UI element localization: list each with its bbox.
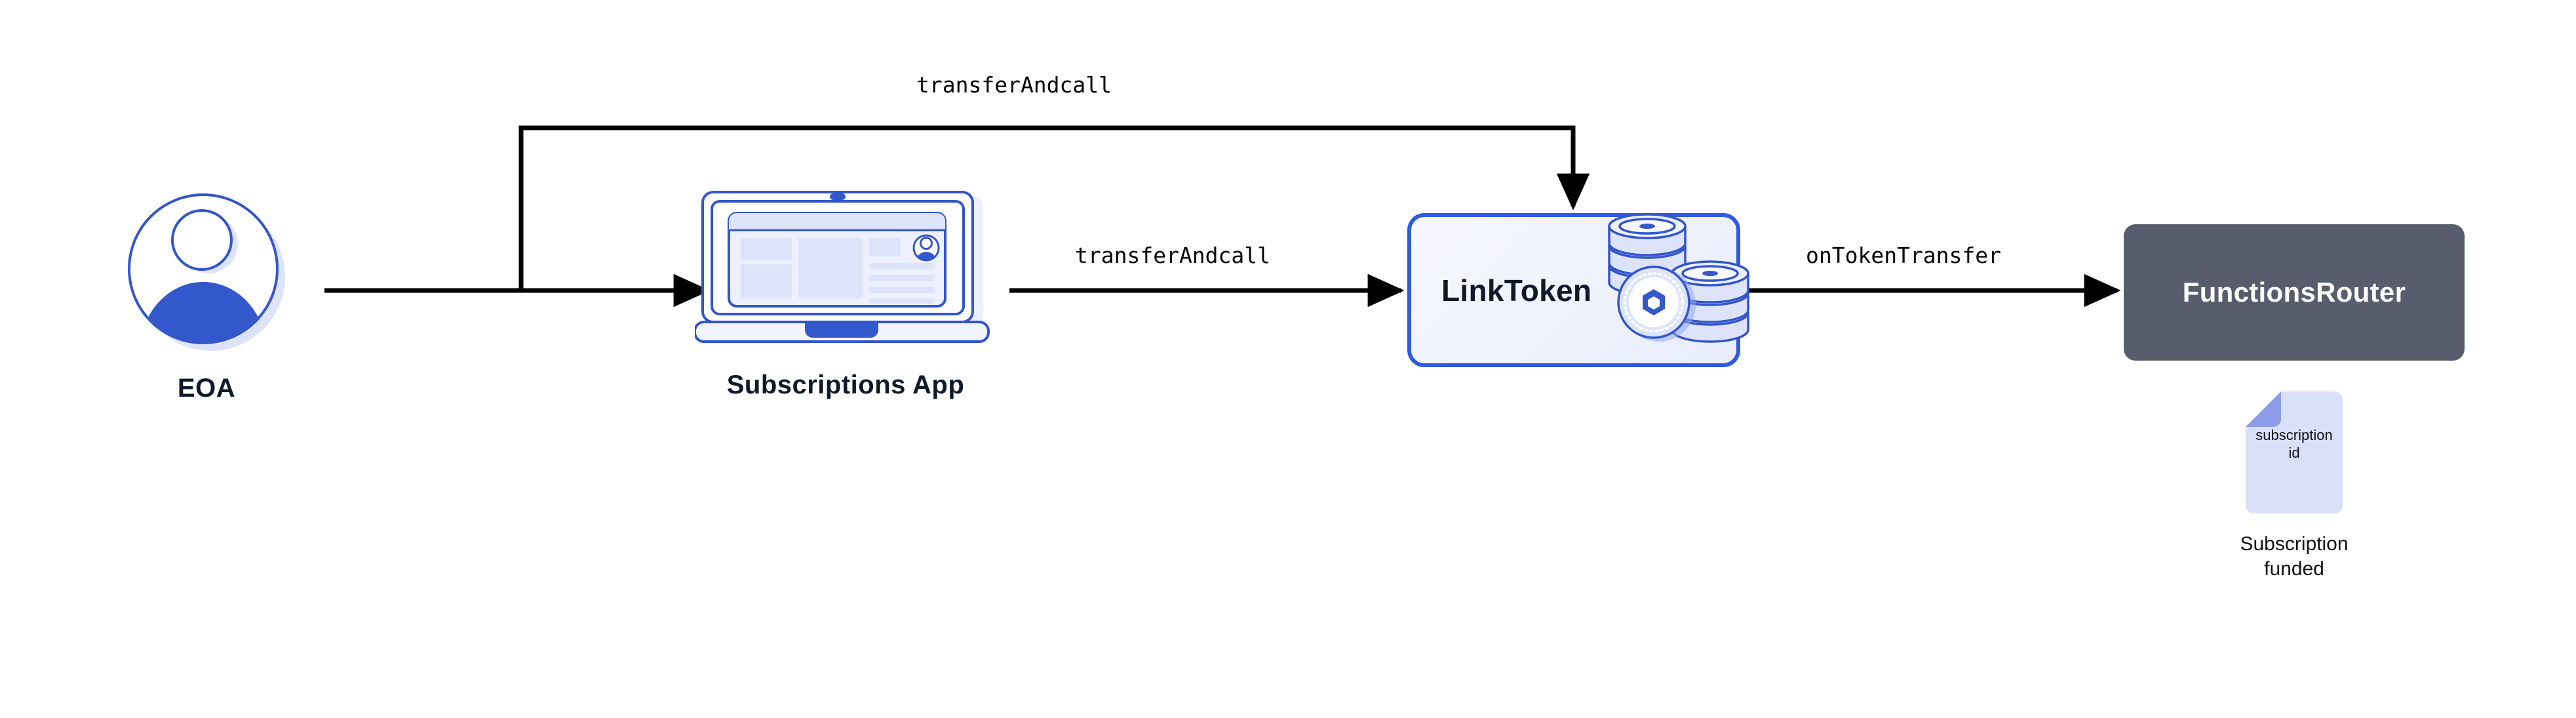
node-subscriptions-app[interactable]: Subscriptions App <box>693 187 996 400</box>
node-functionsrouter[interactable]: FunctionsRouter <box>2124 224 2465 361</box>
node-subscription-funded[interactable]: subscription id Subscription funded <box>2183 390 2406 581</box>
caption-line2: funded <box>2264 557 2324 580</box>
edge-eoa-to-linktoken <box>518 125 1590 290</box>
node-eoa[interactable]: EOA <box>98 190 315 403</box>
document-icon: subscription id <box>2244 390 2344 515</box>
node-linktoken[interactable]: LinkToken <box>1407 213 1749 367</box>
document-text-line2: id <box>2288 444 2300 461</box>
link-coins-icon <box>1599 205 1763 356</box>
document-text-line1: subscription <box>2255 427 2333 443</box>
edge-label-transferandcall-middle: transferAndcall <box>1075 243 1271 268</box>
user-avatar-icon <box>125 190 288 354</box>
node-label-eoa: EOA <box>177 374 236 403</box>
laptop-icon <box>693 187 996 351</box>
node-label-linktoken: LinkToken <box>1441 273 1592 308</box>
edge-label-transferandcall-top: transferAndcall <box>916 72 1112 98</box>
node-label-functionsrouter: FunctionsRouter <box>2182 277 2406 308</box>
document-text: subscription id <box>2244 427 2344 462</box>
caption-line1: Subscription <box>2240 533 2349 555</box>
node-label-subscriptions-app: Subscriptions App <box>726 370 965 399</box>
edge-label-ontokentransfer: onTokenTransfer <box>1806 243 2002 268</box>
node-label-subscription-funded: Subscription funded <box>2183 532 2406 581</box>
